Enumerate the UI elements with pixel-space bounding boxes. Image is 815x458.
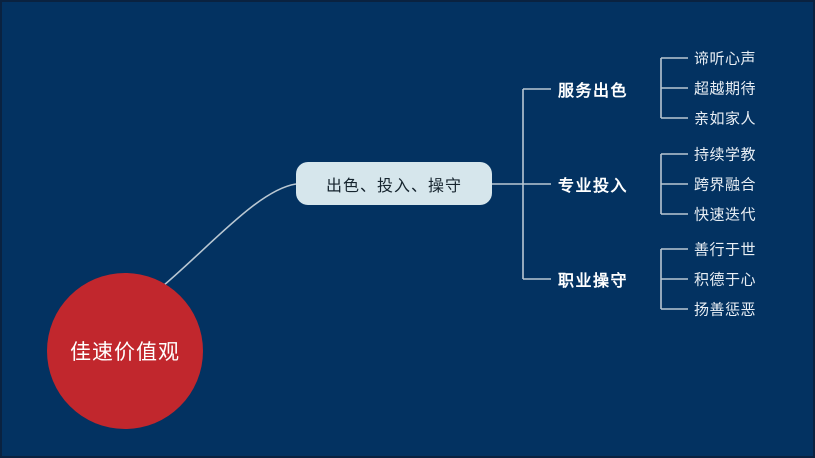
leaf-label-2-3[interactable]: 快速迭代 (694, 205, 757, 224)
leaf-label-3-3[interactable]: 扬善惩恶 (694, 300, 757, 319)
branch-label-3[interactable]: 职业操守 (558, 271, 629, 290)
branch-label-2[interactable]: 专业投入 (558, 176, 629, 195)
leaf-label-1-1[interactable]: 谛听心声 (694, 49, 757, 68)
connector-root-to-center (156, 183, 297, 292)
branch-label-1[interactable]: 服务出色 (558, 81, 629, 100)
leaf-label-2-2[interactable]: 跨界融合 (694, 175, 757, 194)
leaf-label-2-1[interactable]: 持续学教 (694, 145, 757, 164)
center-node-label: 出色、投入、操守 (325, 175, 462, 195)
center-node[interactable]: 出色、投入、操守 (296, 162, 492, 205)
root-node[interactable]: 佳速价值观 (47, 273, 203, 429)
root-node-label: 佳速价值观 (70, 340, 180, 364)
leaf-label-3-1[interactable]: 善行于世 (694, 240, 757, 259)
leaf-label-1-2[interactable]: 超越期待 (694, 79, 757, 98)
leaf-label-3-2[interactable]: 积德于心 (694, 270, 757, 289)
leaf-label-1-3[interactable]: 亲如家人 (694, 109, 757, 128)
